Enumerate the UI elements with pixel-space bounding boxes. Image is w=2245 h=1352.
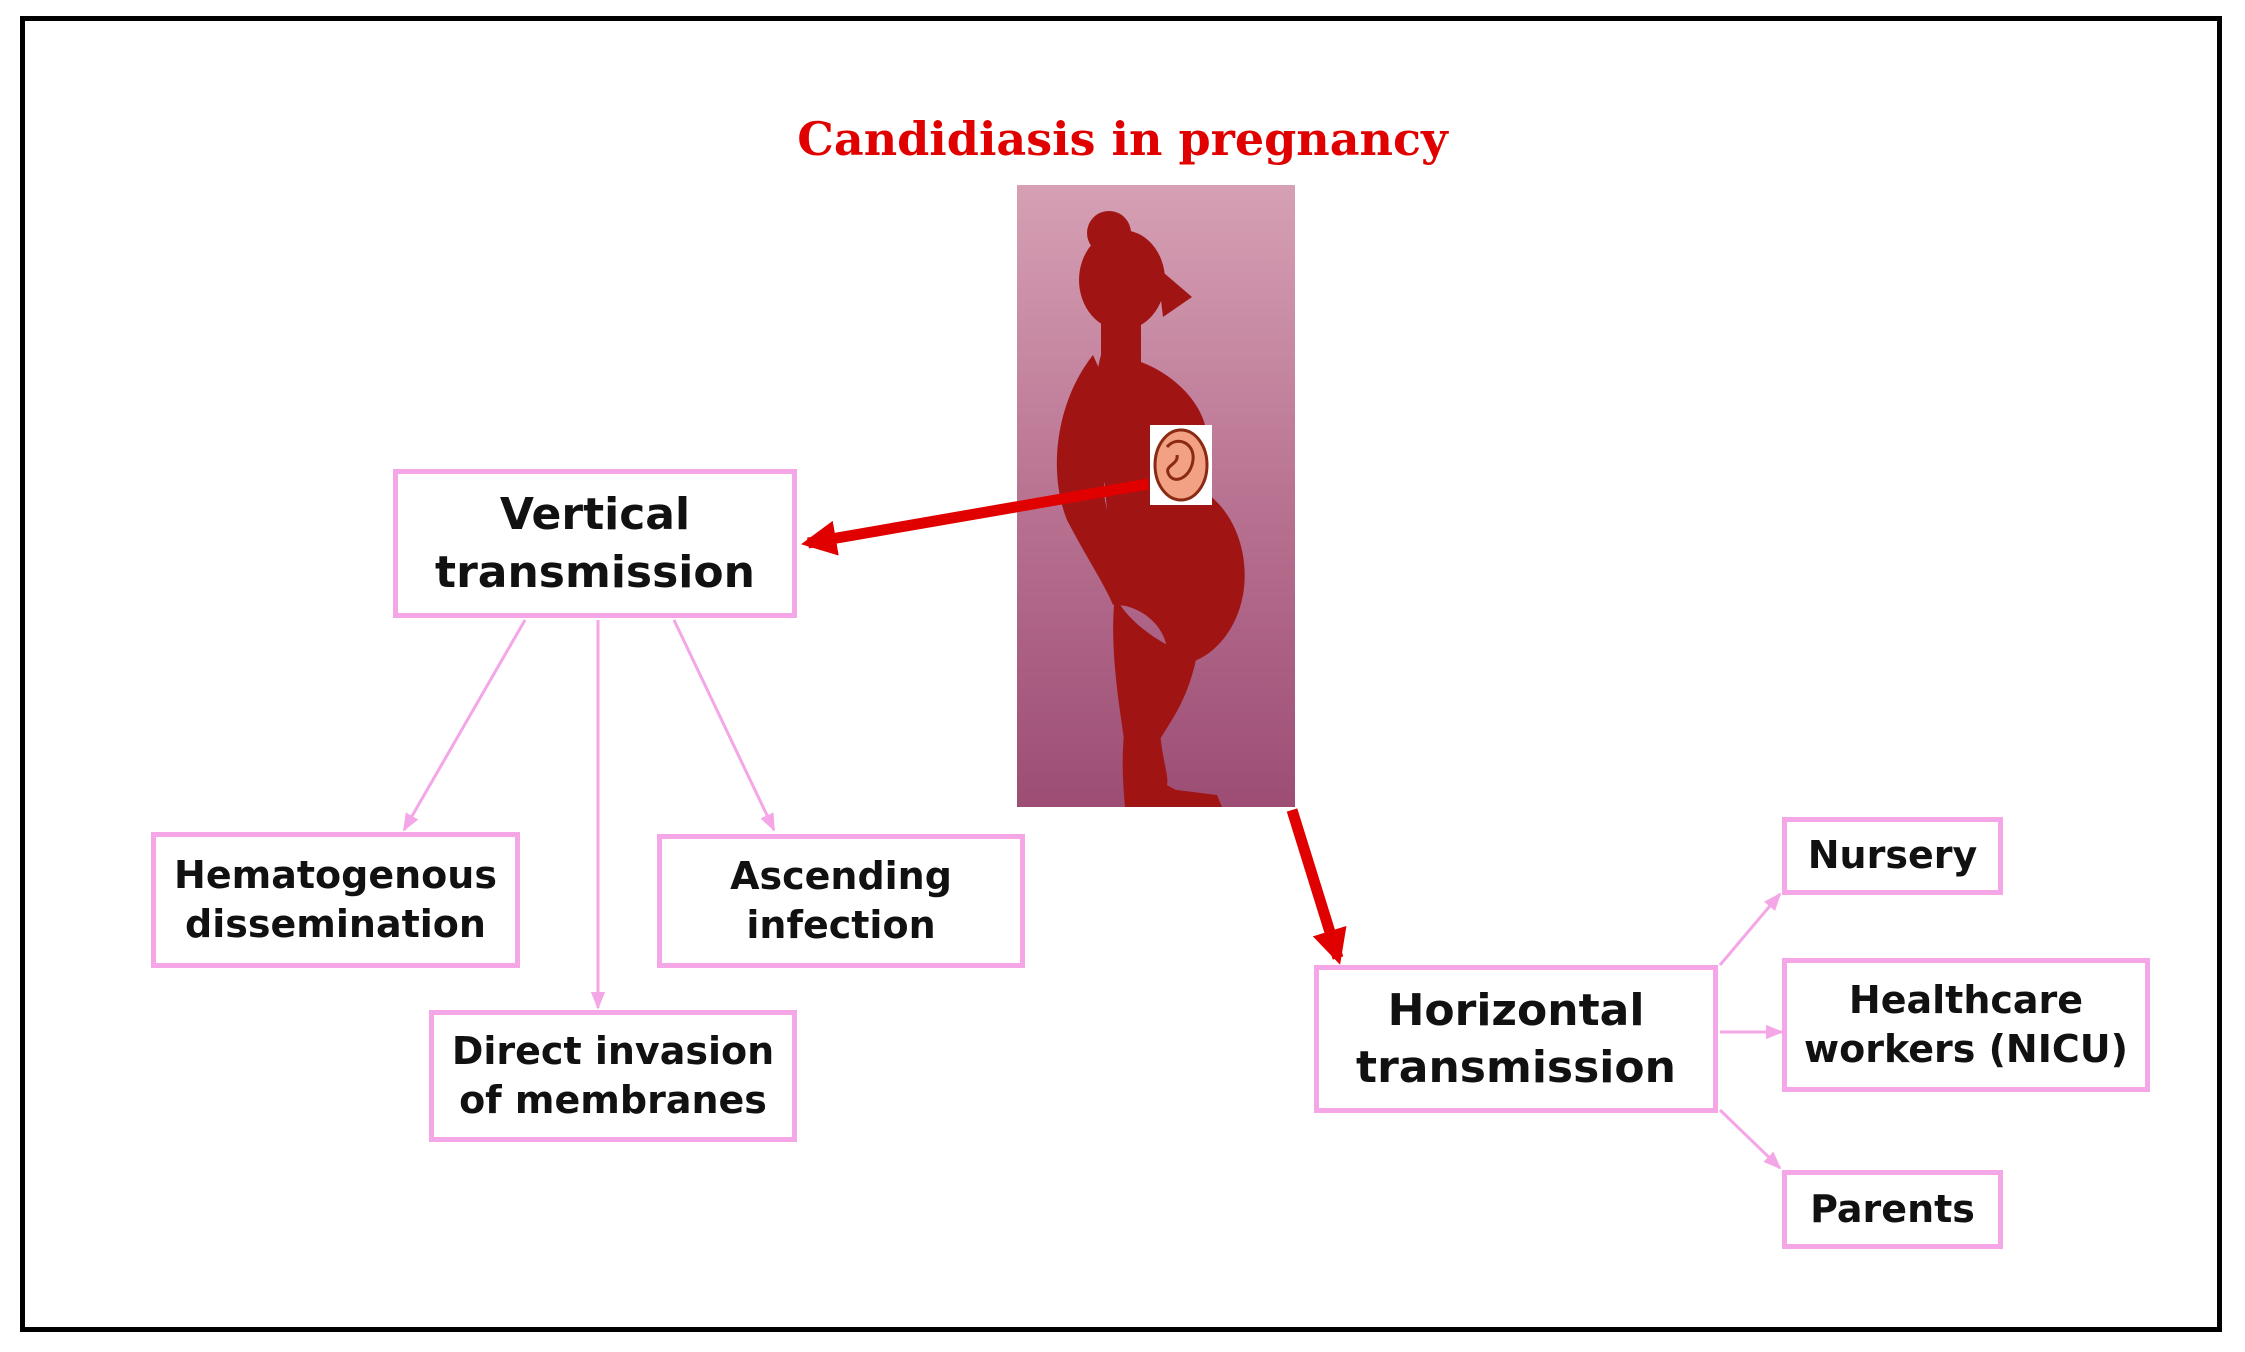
connector-to-nursery <box>1718 892 1782 966</box>
figure-panel <box>1017 185 1295 807</box>
connector-to-parents <box>1718 1108 1782 1170</box>
horizontal-transmission-box: Horizontal transmission <box>1314 965 1718 1113</box>
vertical-transmission-box: Vertical transmission <box>393 469 797 618</box>
hematogenous-dissemination-box: Hematogenous dissemination <box>151 832 520 968</box>
hematogenous-dissemination-label: Hematogenous dissemination <box>174 852 497 946</box>
ascending-infection-box: Ascending infection <box>657 834 1025 968</box>
healthcare-workers-label: Healthcare workers (NICU) <box>1804 977 2128 1071</box>
direct-invasion-box: Direct invasion of membranes <box>429 1010 797 1142</box>
parents-label: Parents <box>1810 1186 1975 1231</box>
nursery-box: Nursery <box>1782 817 2003 895</box>
connector-to-hematogenous <box>402 619 527 832</box>
direct-invasion-label: Direct invasion of membranes <box>451 1028 775 1122</box>
connector-to-ascending <box>672 619 776 832</box>
healthcare-workers-box: Healthcare workers (NICU) <box>1782 958 2150 1092</box>
vertical-transmission-label: Vertical transmission <box>435 489 755 598</box>
fetus-icon <box>1153 428 1209 502</box>
arrow-to-vertical-transmission <box>801 478 1149 556</box>
parents-box: Parents <box>1782 1170 2003 1249</box>
diagram-title: Candidiasis in pregnancy <box>797 112 1448 166</box>
arrow-to-horizontal-transmission <box>1286 808 1347 965</box>
horizontal-transmission-label: Horizontal transmission <box>1356 984 1676 1093</box>
pregnant-woman-silhouette-icon <box>1056 211 1245 807</box>
diagram-frame <box>20 16 2222 1332</box>
ascending-infection-label: Ascending infection <box>730 853 952 947</box>
nursery-label: Nursery <box>1807 833 1978 878</box>
